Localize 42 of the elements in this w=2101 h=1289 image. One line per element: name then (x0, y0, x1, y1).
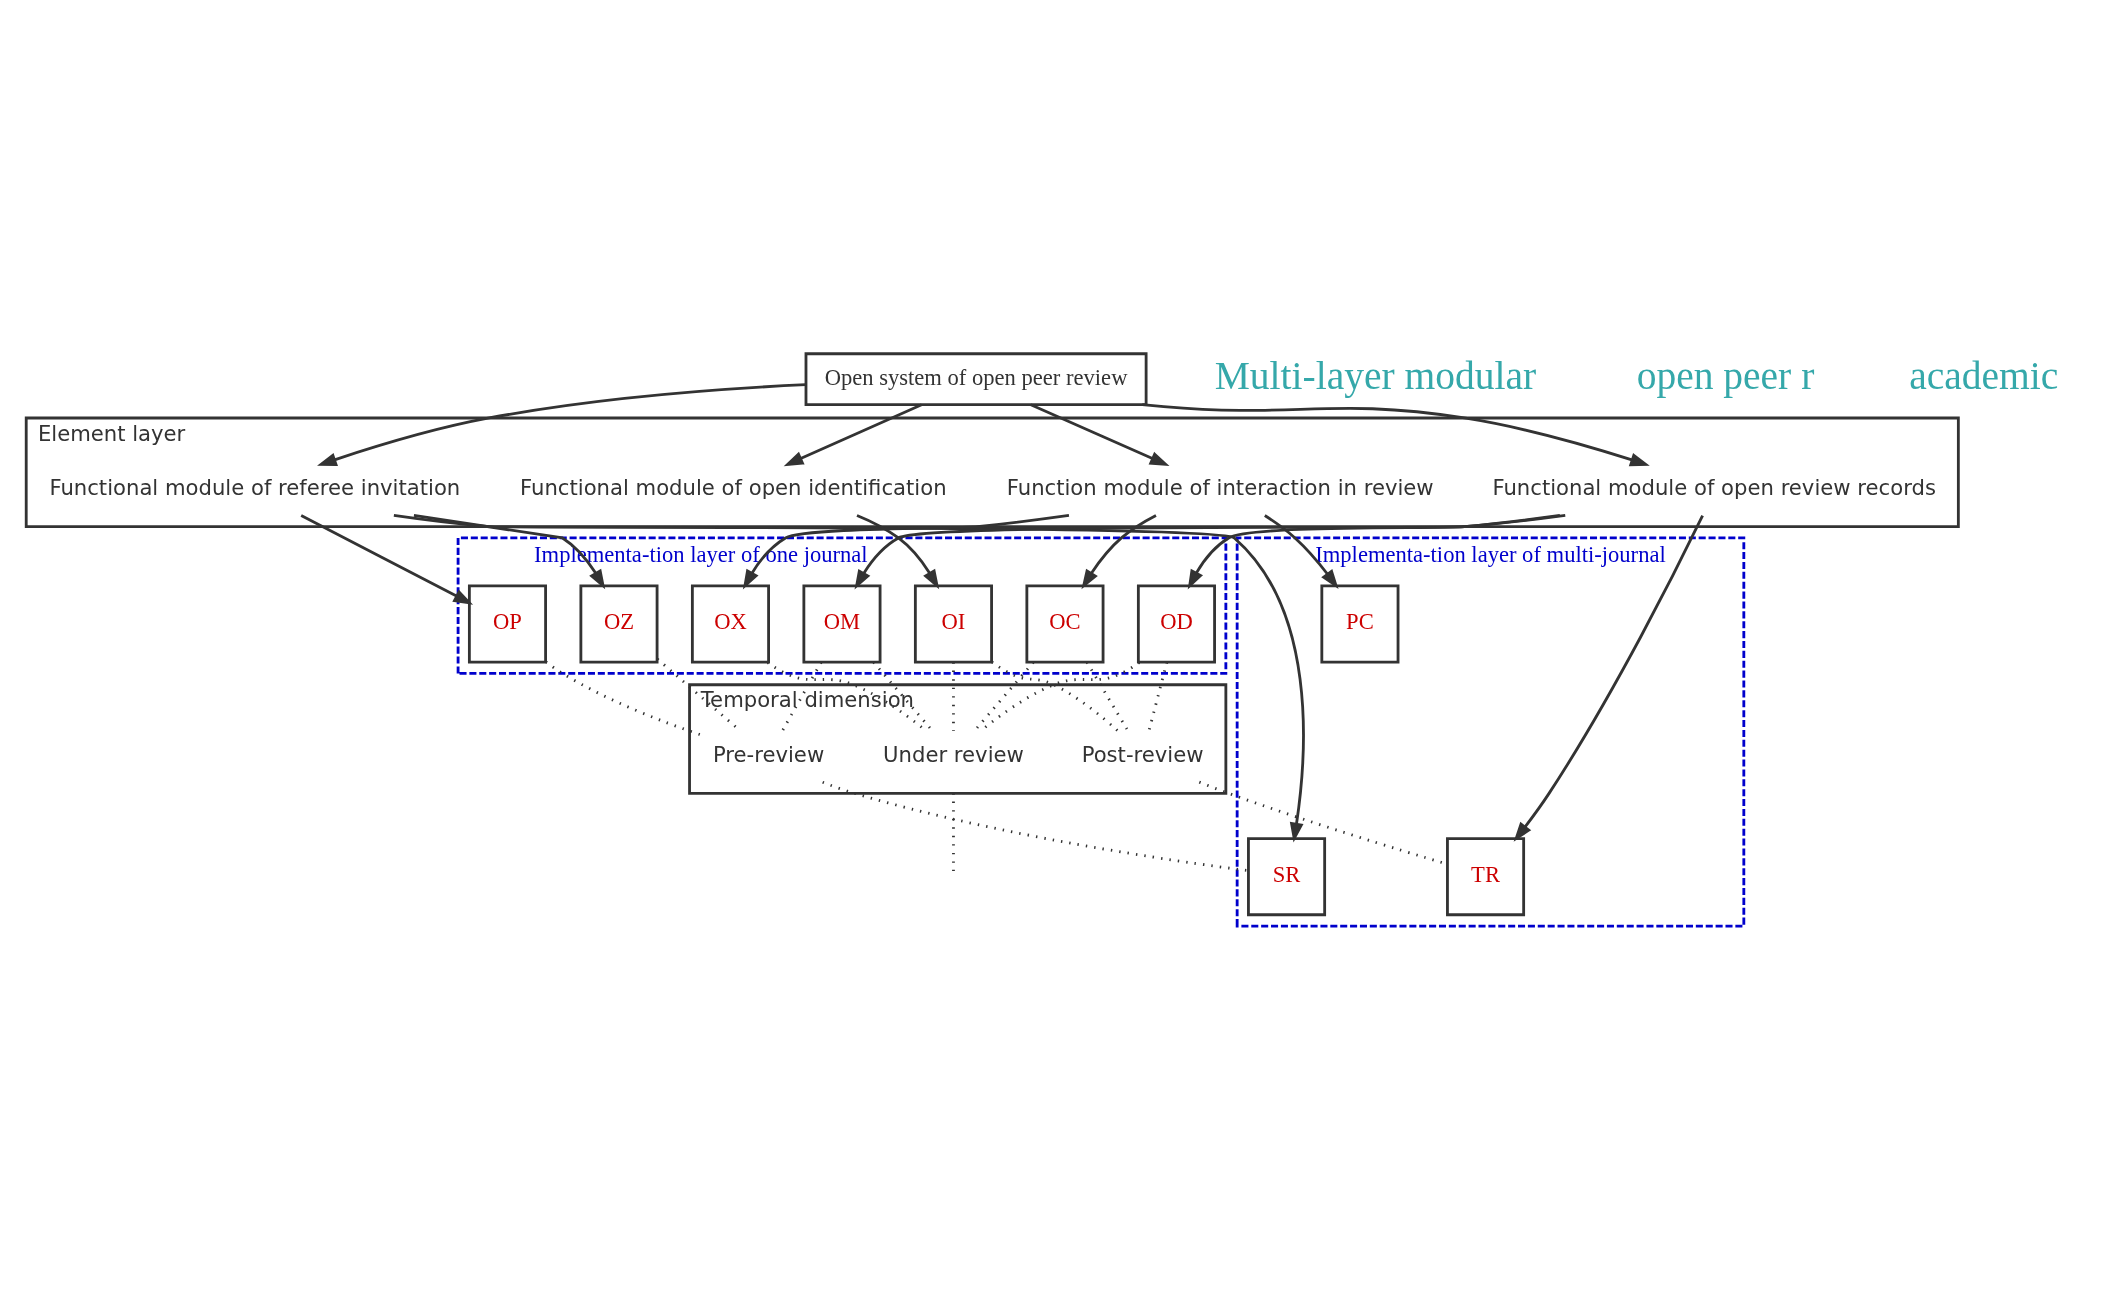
node-text: Under review (883, 741, 1024, 767)
connector (952, 662, 955, 732)
label: academic (1909, 353, 2059, 398)
arrow (742, 514, 1070, 590)
connector (1085, 661, 1130, 732)
node-box: OZ (579, 584, 659, 664)
arrow (317, 383, 806, 466)
arrow (1142, 403, 1650, 467)
connector (1147, 661, 1169, 732)
connector (991, 660, 1120, 733)
connector (822, 780, 1249, 873)
node-text: Functional module of open identification (520, 474, 947, 500)
node-box: SR (1247, 837, 1327, 917)
arrow (300, 514, 474, 605)
arrow (1264, 514, 1339, 590)
node-box: OX (690, 584, 770, 664)
arrow (1030, 403, 1170, 467)
arrow (856, 514, 940, 590)
node-box: OM (802, 584, 882, 664)
arrow (393, 514, 1305, 843)
node-box: OC (1025, 584, 1105, 664)
node-box: PC (1320, 584, 1400, 664)
connector (781, 661, 823, 732)
arrow (413, 513, 606, 590)
node-box: OD (1136, 584, 1216, 664)
arrow (1081, 514, 1157, 590)
arrow (854, 514, 1566, 590)
node-text: Functional module of open review records (1492, 474, 1936, 500)
node-box: OP (467, 584, 547, 664)
connector (545, 660, 702, 737)
arrow (783, 403, 923, 467)
node-text: Function module of interaction in review (1006, 474, 1434, 500)
node-text: Functional module of referee invitation (49, 474, 461, 500)
node-box: OI (913, 584, 993, 664)
node-text: Post-review (1081, 741, 1204, 767)
label: Multi-layer modular (1214, 353, 1537, 398)
node-text: Pre-review (712, 741, 825, 767)
node-box: TR (1446, 837, 1526, 917)
arrow (1187, 514, 1561, 590)
node-box: Open system of open peer review (804, 352, 1148, 406)
arrow (1513, 515, 1704, 842)
label: open peer r (1636, 353, 1815, 398)
